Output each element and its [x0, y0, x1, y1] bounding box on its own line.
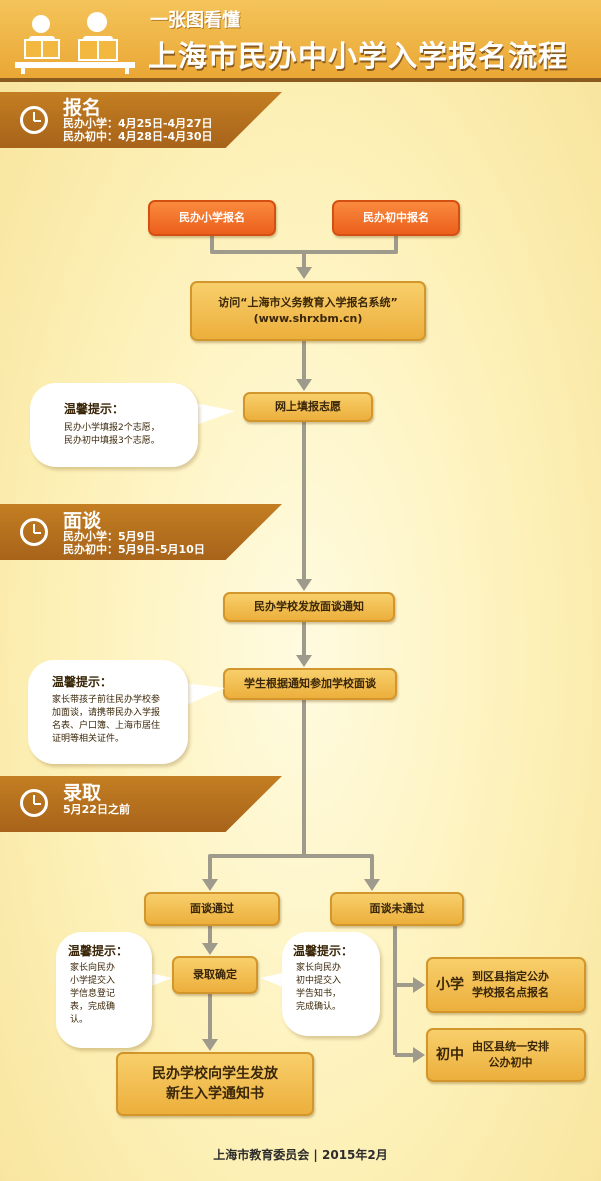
stage-date-interview-primary: 民办小学：5月9日 — [63, 530, 156, 543]
middle-school-result: 初中 由区县统一安排 公办初中 — [426, 1028, 586, 1082]
interview-fail-step: 面谈未通过 — [330, 892, 464, 926]
page-title: 上海市民办中小学入学报名流程 — [148, 39, 569, 73]
clock-icon — [20, 106, 48, 134]
header-bar: 一张图看懂 上海市民办中小学入学报名流程 — [0, 0, 601, 78]
primary-school-result: 小学 到区县指定公办 学校报名点报名 — [426, 957, 586, 1013]
primary-register-step: 民办小学报名 — [148, 200, 276, 236]
notice-letter-step: 民办学校向学生发放 新生入学通知书 — [116, 1052, 314, 1116]
tip-text: 民办小学填报2个志愿， 民办初中填报3个志愿。 — [64, 423, 160, 446]
visit-system-step: 访问“上海市义务教育入学报名系统” (www.shrxbm.cn) — [190, 281, 426, 341]
stage-title-interview: 面谈 — [63, 510, 102, 532]
interview-pass-step: 面谈通过 — [144, 892, 280, 926]
stage-date-register-middle: 民办初中：4月28日-4月30日 — [63, 130, 213, 143]
attend-interview-step: 学生根据通知参加学校面谈 — [223, 668, 397, 700]
tip-title: 温馨提示： — [293, 944, 354, 958]
middle-register-step: 民办初中报名 — [332, 200, 460, 236]
stage-title-admission: 录取 — [63, 782, 102, 804]
stage-date-admission: 5月22日之前 — [63, 803, 130, 816]
clock-icon — [20, 789, 48, 817]
header-subtitle: 一张图看懂 — [150, 10, 240, 31]
primary-label: 小学 — [436, 977, 464, 993]
footer-credit: 上海市教育委员会 | 2015年2月 — [213, 1148, 388, 1162]
header-divider — [0, 78, 601, 82]
tip-text: 家长向民办 初中提交入 学告知书， 完成确认。 — [296, 963, 342, 1012]
middle-result-text: 由区县统一安排 公办初中 — [472, 1040, 549, 1069]
interview-notice-step: 民办学校发放面谈通知 — [223, 592, 395, 622]
stage-title-register: 报名 — [63, 97, 102, 119]
tip-text: 家长带孩子前往民办学校参 加面谈，请携带民办入学报 名表、户口簿、上海市居住 证… — [52, 695, 161, 744]
tip-text: 家长向民办 小学提交入 学信息登记 表，完成确 认。 — [70, 963, 116, 1025]
reading-people-icon — [15, 12, 135, 74]
tip-title: 温馨提示： — [52, 675, 113, 689]
stage-date-interview-middle: 民办初中：5月9日-5月10日 — [63, 543, 205, 556]
stage-date-register-primary: 民办小学：4月25日-4月27日 — [63, 117, 213, 130]
tip-title: 温馨提示： — [68, 944, 129, 958]
middle-label: 初中 — [436, 1047, 464, 1063]
tip-title: 温馨提示： — [64, 402, 125, 416]
primary-result-text: 到区县指定公办 学校报名点报名 — [472, 970, 549, 999]
admission-confirm-step: 录取确定 — [172, 956, 258, 994]
fill-choice-step: 网上填报志愿 — [243, 392, 373, 422]
clock-icon — [20, 518, 48, 546]
